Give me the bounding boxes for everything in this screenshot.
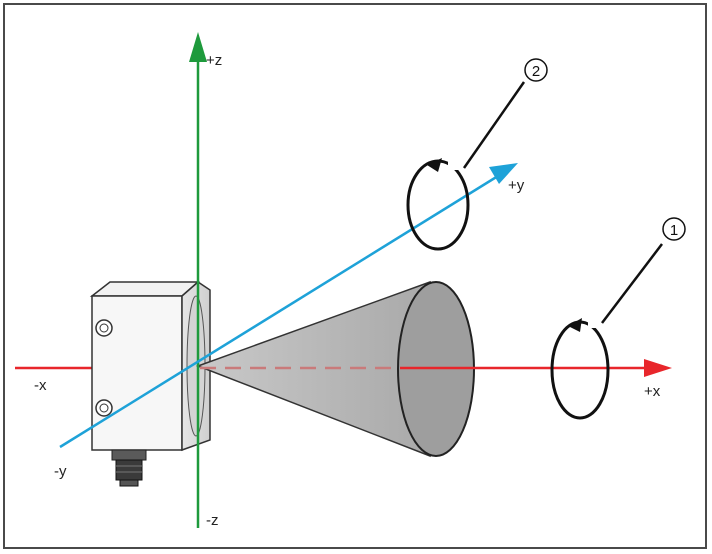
label-neg-y: -y bbox=[54, 463, 67, 480]
z-axis bbox=[189, 32, 207, 528]
rotation-y-loop bbox=[406, 159, 470, 251]
callout-1-circle bbox=[662, 217, 686, 241]
rotation-x-indicator: 1 bbox=[550, 217, 686, 420]
label-pos-y: +y bbox=[508, 177, 525, 194]
rotation-x-arrow bbox=[568, 318, 582, 332]
rotation-y-indicator: 2 bbox=[406, 58, 548, 251]
z-axis-arrowhead bbox=[189, 32, 207, 62]
sensor-top-face bbox=[89, 281, 200, 297]
label-neg-x: -x bbox=[34, 377, 47, 394]
callout-1-leader bbox=[601, 243, 663, 324]
label-neg-z: -z bbox=[206, 512, 219, 529]
callout-2-label: 2 bbox=[532, 63, 540, 80]
callout-2-leader bbox=[462, 81, 526, 169]
rotation-y-arrow bbox=[427, 158, 442, 172]
y-axis bbox=[59, 163, 518, 449]
callout-1-label: 1 bbox=[670, 222, 678, 239]
y-axis-line bbox=[59, 174, 499, 449]
x-axis-arrowhead bbox=[644, 359, 672, 377]
sensor-body bbox=[89, 281, 211, 487]
rotation-x-loop bbox=[550, 320, 610, 420]
label-pos-z: +z bbox=[206, 52, 222, 69]
sensor-connector bbox=[111, 449, 147, 487]
label-pos-x: +x bbox=[644, 383, 661, 400]
callout-2-circle bbox=[524, 58, 548, 82]
sensor-front-face bbox=[91, 295, 183, 451]
mounting-hole-bottom bbox=[95, 399, 113, 417]
y-axis-arrowhead bbox=[489, 163, 518, 184]
mounting-hole-top bbox=[95, 319, 113, 337]
